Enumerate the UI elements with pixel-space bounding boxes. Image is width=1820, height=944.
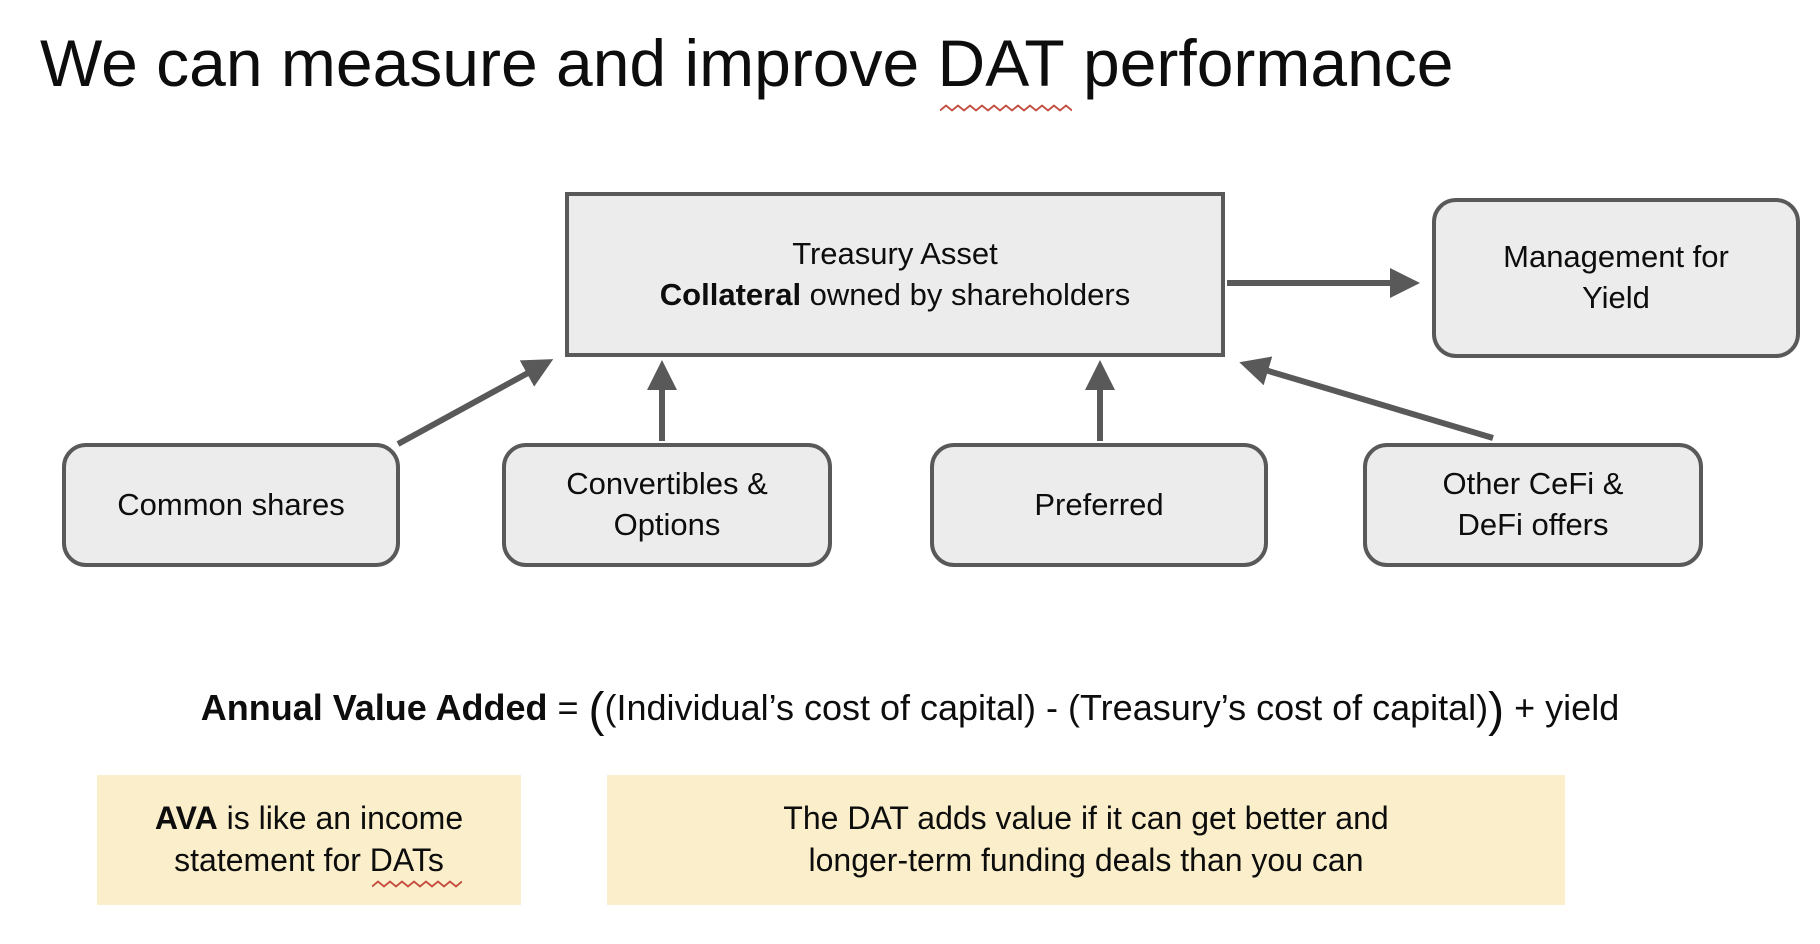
convertibles-options-box: Convertibles & Options	[502, 443, 832, 567]
treasury-asset-line1: Treasury Asset	[792, 235, 998, 271]
common-shares-box: Common shares	[62, 443, 400, 567]
treasury-asset-box: Treasury Asset Collateral owned by share…	[565, 192, 1225, 357]
slide-title: We can measure and improve DAT performan…	[40, 24, 1454, 112]
management-line2: Yield	[1582, 280, 1650, 315]
preferred-box: Preferred	[930, 443, 1268, 567]
annual-value-added-formula: Annual Value Added = ((Individual’s cost…	[0, 681, 1820, 741]
formula-close-paren: )	[1488, 684, 1505, 737]
ava-note-line1: AVA is like an income	[155, 798, 463, 840]
dat-note-line1: The DAT adds value if it can get better …	[783, 800, 1389, 837]
spellcheck-squiggle-icon	[371, 879, 462, 888]
arrow-common-shares-to-treasury	[396, 359, 554, 447]
formula-tail: + yield	[1504, 687, 1620, 728]
ava-line2-pre: statement for	[174, 842, 370, 878]
convertibles-line1: Convertibles &	[566, 466, 768, 502]
title-text-pre: We can measure and improve	[40, 26, 938, 100]
common-shares-label: Common shares	[117, 486, 345, 522]
ava-rest-text: is like an income	[217, 800, 464, 837]
formula-bold-label: Annual Value Added	[200, 687, 548, 728]
dat-value-note-box: The DAT adds value if it can get better …	[607, 775, 1565, 905]
formula-body: (Individual’s cost of capital) - (Treasu…	[604, 687, 1489, 728]
other-offers-line2: DeFi offers	[1457, 507, 1609, 542]
formula-open-paren: (	[588, 684, 605, 737]
ava-note-line2: statement for DATs	[174, 840, 462, 888]
management-for-yield-box: Management for Yield	[1432, 198, 1800, 358]
collateral-rest-text: owned by shareholders	[801, 276, 1131, 312]
other-cefi-defi-box: Other CeFi & DeFi offers	[1363, 443, 1703, 567]
preferred-label: Preferred	[1034, 486, 1164, 522]
other-offers-line1: Other CeFi &	[1442, 466, 1624, 502]
convertibles-line2: Options	[613, 507, 721, 542]
title-misspelled-word: DAT	[938, 24, 1072, 112]
treasury-asset-line2: Collateral owned by shareholders	[660, 275, 1130, 316]
arrow-other-offers-to-treasury	[1239, 356, 1494, 441]
spellcheck-squiggle-icon	[939, 104, 1072, 112]
dats-misspelled-word: DATs	[370, 840, 462, 888]
ava-bold-text: AVA	[154, 800, 218, 837]
formula-equals: =	[547, 687, 589, 728]
ava-note-box: AVA is like an income statement for DATs	[97, 775, 521, 905]
management-line1: Management for	[1503, 239, 1729, 275]
title-text-post: performance	[1064, 26, 1454, 100]
collateral-bold-text: Collateral	[659, 276, 802, 312]
dat-note-line2: longer-term funding deals than you can	[808, 842, 1364, 878]
